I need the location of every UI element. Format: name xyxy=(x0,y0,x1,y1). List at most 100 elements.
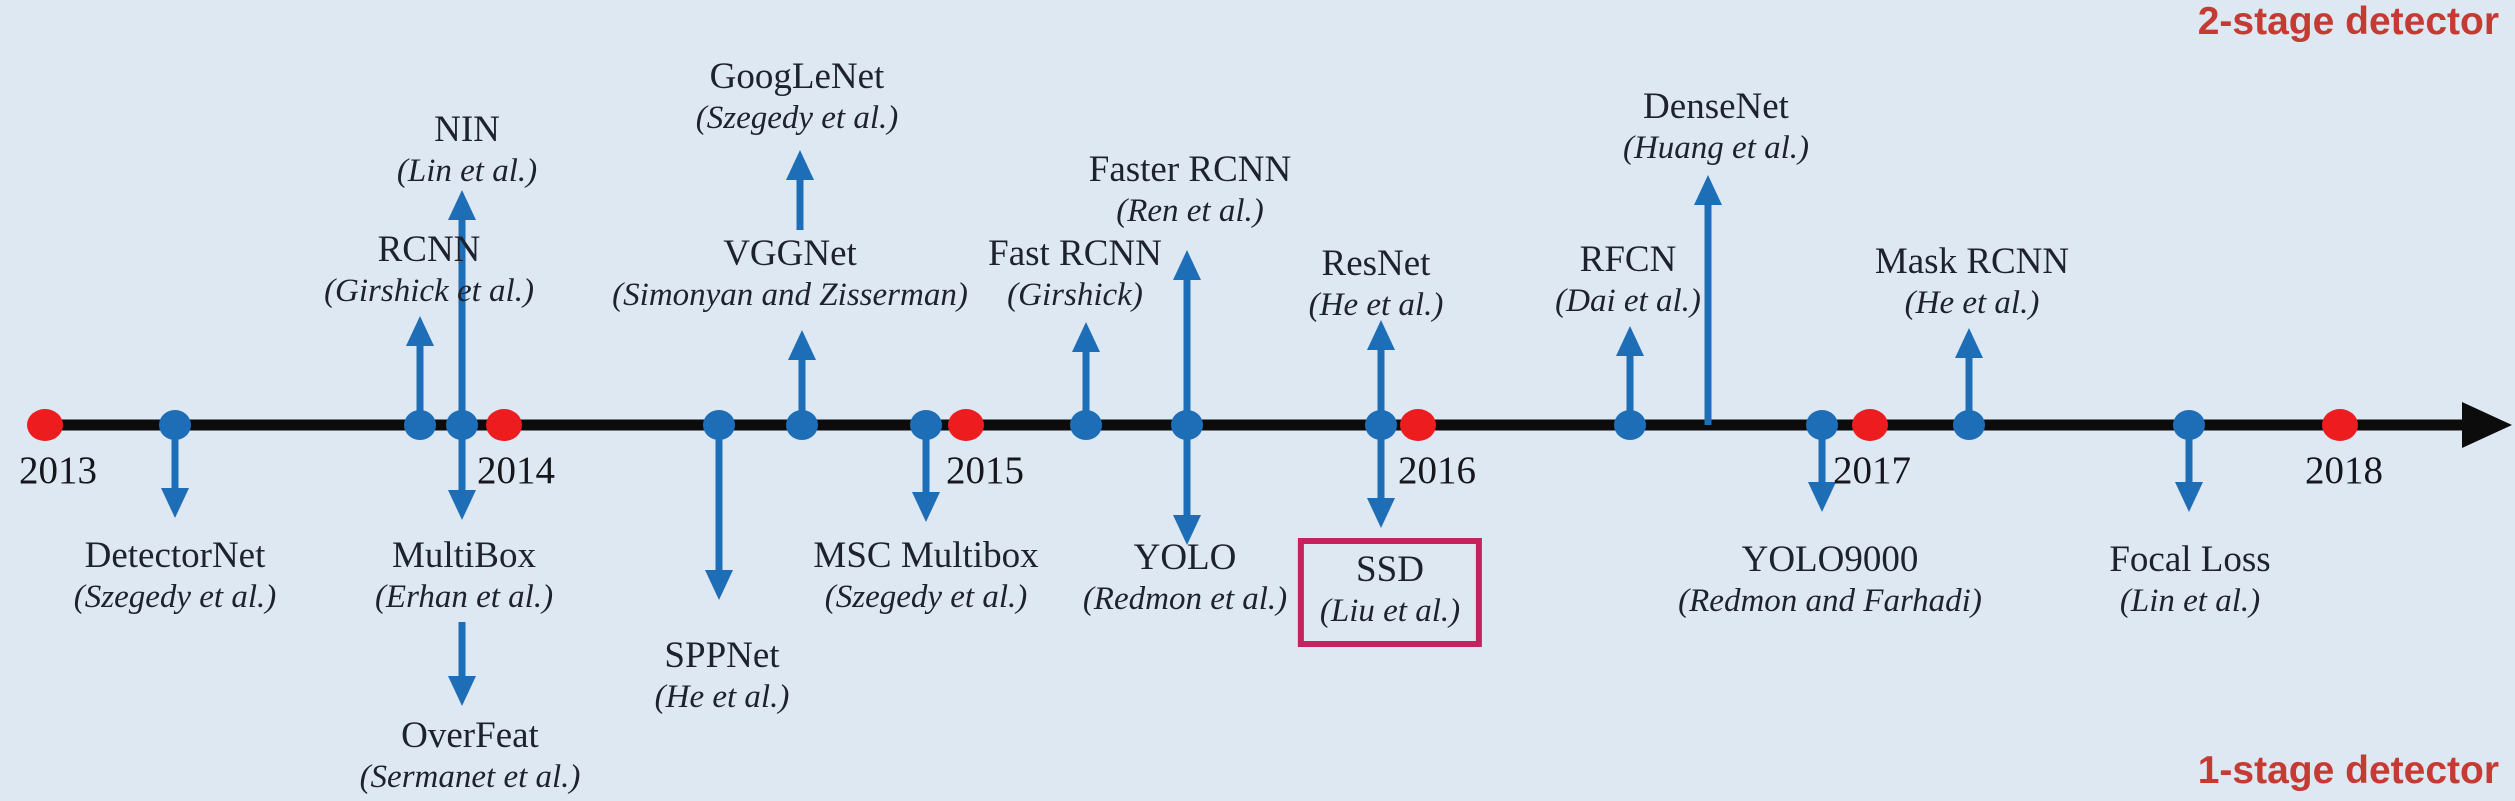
resnet-ssd-arrow-head-up-icon xyxy=(1367,320,1395,350)
msc-multibox-arrow-head-down-icon xyxy=(912,492,940,522)
event-authors-yolo9000: (Redmon and Farhadi) xyxy=(1678,582,1982,619)
resnet-ssd-arrow-head-down-icon xyxy=(1367,498,1395,528)
event-title-nin: NIN xyxy=(434,109,500,150)
event-title-googlenet: GoogLeNet xyxy=(709,56,885,97)
event-authors-yolo: (Redmon et al.) xyxy=(1082,580,1288,617)
event-label-vggnet: VGGNet(Simonyan and Zisserman) xyxy=(612,232,968,315)
mask-rcnn-arrow-head-up-icon xyxy=(1955,328,1983,358)
nin-arrow-head-up-icon xyxy=(448,190,476,220)
rcnn-arrow-head-up-icon xyxy=(406,316,434,346)
event-label-nin: NIN(Lin et al.) xyxy=(397,108,537,191)
event-label-faster-rcnn: Faster RCNN(Ren et al.) xyxy=(1089,148,1291,231)
event-authors-mask-rcnn: (He et al.) xyxy=(1904,284,2040,321)
year-dot-2016 xyxy=(1400,409,1436,441)
event-label-mask-rcnn: Mask RCNN(He et al.) xyxy=(1875,240,2069,323)
event-dot xyxy=(1614,410,1646,440)
detectornet-arrow-head-down-icon xyxy=(161,488,189,518)
event-authors-googlenet: (Szegedy et al.) xyxy=(695,99,899,136)
year-label-2015: 2015 xyxy=(946,449,1024,492)
event-authors-multibox: (Erhan et al.) xyxy=(374,578,554,615)
year-label-2016: 2016 xyxy=(1398,449,1476,492)
event-title-msc-multibox: MSC Multibox xyxy=(813,535,1039,576)
two-stage-caption: 2-stage detector xyxy=(2197,0,2499,43)
event-title-multibox: MultiBox xyxy=(392,535,536,576)
event-authors-rfcn: (Dai et al.) xyxy=(1555,282,1701,319)
event-dot xyxy=(1806,410,1838,440)
vggnet-arrow-head-up-icon xyxy=(788,330,816,360)
faster-rcnn-yolo-arrow-head-down-icon xyxy=(1173,515,1201,545)
timeline-arrowhead-icon xyxy=(2462,402,2512,448)
event-authors-rcnn: (Girshick et al.) xyxy=(324,272,534,309)
event-authors-sppnet: (He et al.) xyxy=(654,678,790,715)
event-title-yolo: YOLO xyxy=(1133,537,1237,578)
rfcn-arrow-head-up-icon xyxy=(1616,326,1644,356)
event-title-resnet: ResNet xyxy=(1321,243,1431,284)
year-dot-2017 xyxy=(1852,409,1888,441)
event-title-overfeat: OverFeat xyxy=(401,715,539,756)
event-label-googlenet: GoogLeNet(Szegedy et al.) xyxy=(696,55,899,138)
event-label-rcnn: RCNN(Girshick et al.) xyxy=(324,228,534,311)
year-dot-2015 xyxy=(948,409,984,441)
event-title-vggnet: VGGNet xyxy=(723,233,857,274)
event-dot xyxy=(1070,410,1102,440)
event-title-densenet: DenseNet xyxy=(1643,86,1789,127)
event-dot xyxy=(910,410,942,440)
densenet-arrow-head-up-icon xyxy=(1694,175,1722,205)
event-authors-vggnet: (Simonyan and Zisserman) xyxy=(612,276,968,313)
event-title-rfcn: RFCN xyxy=(1579,239,1677,280)
year-label-2017: 2017 xyxy=(1833,449,1911,492)
event-authors-nin: (Lin et al.) xyxy=(396,152,538,189)
event-dot xyxy=(786,410,818,440)
event-authors-fast-rcnn: (Girshick) xyxy=(1007,276,1143,313)
overfeat-arrow-head-down-icon xyxy=(448,676,476,706)
event-label-multibox: MultiBox(Erhan et al.) xyxy=(375,534,553,617)
event-label-yolo: YOLO(Redmon et al.) xyxy=(1083,536,1287,619)
event-authors-focal-loss: (Lin et al.) xyxy=(2119,582,2261,619)
event-dot xyxy=(2173,410,2205,440)
yolo9000-arrow-head-down-icon xyxy=(1808,482,1836,512)
event-label-ssd: SSD(Liu et al.) xyxy=(1297,538,1483,647)
faster-rcnn-yolo-arrow-head-up-icon xyxy=(1173,250,1201,280)
event-dot xyxy=(446,410,478,440)
year-dot-2014 xyxy=(486,409,522,441)
event-dot xyxy=(159,410,191,440)
event-label-detectornet: DetectorNet(Szegedy et al.) xyxy=(74,534,277,617)
event-title-focal-loss: Focal Loss xyxy=(2109,539,2271,580)
event-authors-overfeat: (Sermanet et al.) xyxy=(359,758,581,795)
event-title-sppnet: SPPNet xyxy=(664,635,780,676)
event-authors-detectornet: (Szegedy et al.) xyxy=(73,578,277,615)
event-label-fast-rcnn: Fast RCNN(Girshick) xyxy=(988,232,1162,315)
event-label-yolo9000: YOLO9000(Redmon and Farhadi) xyxy=(1678,538,1982,621)
event-title-yolo9000: YOLO9000 xyxy=(1741,539,1919,580)
event-authors-msc-multibox: (Szegedy et al.) xyxy=(824,578,1028,615)
event-title-detectornet: DetectorNet xyxy=(84,535,266,576)
event-title-faster-rcnn: Faster RCNN xyxy=(1088,149,1292,190)
year-label-2013: 2013 xyxy=(19,449,97,492)
event-label-rfcn: RFCN(Dai et al.) xyxy=(1555,238,1701,321)
event-label-sppnet: SPPNet(He et al.) xyxy=(655,634,790,717)
focal-loss-arrow-head-down-icon xyxy=(2175,482,2203,512)
event-label-overfeat: OverFeat(Sermanet et al.) xyxy=(360,714,581,797)
event-dot xyxy=(404,410,436,440)
year-dot-2018 xyxy=(2322,409,2358,441)
event-title-ssd: SSD xyxy=(1356,549,1424,590)
event-label-msc-multibox: MSC Multibox(Szegedy et al.) xyxy=(813,534,1038,617)
event-authors-densenet: (Huang et al.) xyxy=(1622,129,1810,166)
event-label-densenet: DenseNet(Huang et al.) xyxy=(1623,85,1809,168)
fast-rcnn-arrow-head-up-icon xyxy=(1072,322,1100,352)
multibox-arrow-head-down-icon xyxy=(448,490,476,520)
event-label-resnet: ResNet(He et al.) xyxy=(1309,242,1444,325)
year-label-2014: 2014 xyxy=(477,449,555,492)
event-dot xyxy=(1953,410,1985,440)
googlenet-arrow-head-up-icon xyxy=(786,150,814,180)
year-dot-2013 xyxy=(27,409,63,441)
year-label-2018: 2018 xyxy=(2305,449,2383,492)
event-title-rcnn: RCNN xyxy=(377,229,481,270)
sppnet-arrow-head-down-icon xyxy=(705,570,733,600)
event-authors-ssd: (Liu et al.) xyxy=(1319,592,1461,629)
event-dot xyxy=(1365,410,1397,440)
event-title-mask-rcnn: Mask RCNN xyxy=(1874,241,2070,282)
